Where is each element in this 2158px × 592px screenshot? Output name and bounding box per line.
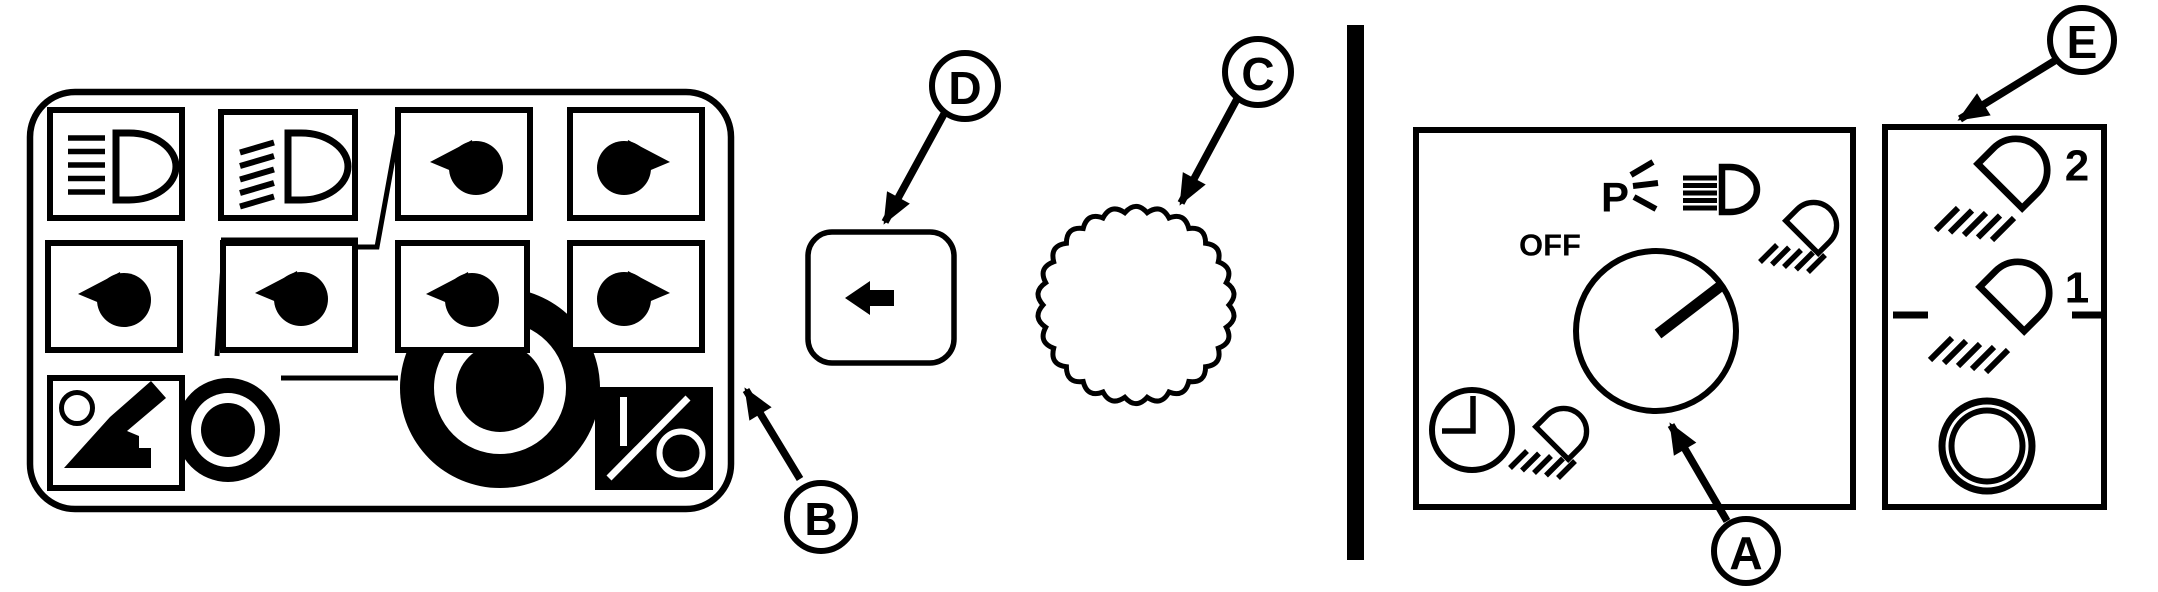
off-position-label: OFF: [1519, 228, 1581, 263]
timer-clock-icon: [1429, 387, 1515, 473]
callout-a-label: A: [1729, 527, 1762, 579]
callout-d: D: [881, 50, 1001, 225]
back-arrow-icon: [845, 281, 894, 315]
cell-work-light-rear-bottom: [567, 240, 705, 353]
cell-low-beam: [218, 109, 358, 221]
callout-b-label: B: [804, 493, 837, 545]
light-config-panel-outline: [26, 88, 735, 513]
light-config-panel: [26, 88, 735, 513]
cell-beacon: [47, 375, 185, 491]
dial-pointer: [1654, 280, 1726, 339]
low-beam-icon: [239, 129, 352, 210]
knurled-knob-icon: [1035, 203, 1237, 407]
callout-a: A: [1667, 422, 1781, 586]
aux-position-1-label: 1: [2065, 264, 2089, 313]
callout-b: B: [742, 387, 858, 554]
cell-work-light-front-left: [395, 107, 533, 221]
aux-panel-outline: [1882, 124, 2107, 510]
cell-work-light-fender: [395, 240, 530, 353]
work-light-outline-icon-2: [1508, 399, 1596, 480]
rotary-dial-icon: [1573, 248, 1739, 414]
callout-c-label: C: [1241, 48, 1274, 100]
callout-a-arrow: [1667, 422, 1731, 523]
work-light-outline-icon: [1978, 126, 2060, 208]
work-light-outline-icon: [1758, 193, 1846, 274]
high-beam-icon: [68, 129, 180, 204]
callout-e: E: [1957, 5, 2117, 123]
power-io-icon: [606, 395, 706, 481]
tractor-cab-pillar: [358, 130, 401, 250]
tractor-icon: [176, 130, 600, 488]
callout-c-arrow: [1177, 97, 1241, 206]
cell-power: [595, 387, 713, 490]
aux-knob-icon: [1938, 397, 2036, 495]
callout-e-arrow: [1957, 56, 2058, 123]
aux-position-1: 1: [1893, 249, 2101, 375]
position-light-letter: P: [1601, 174, 1629, 221]
cell-work-light-grille: [45, 240, 183, 353]
callout-d-arrow: [881, 112, 948, 225]
position-light-icon: P: [1601, 159, 1659, 221]
headlight-position-icon: [1683, 163, 1761, 216]
callout-b-arrow: [742, 387, 804, 481]
callout-e-label: E: [2067, 16, 2098, 68]
rotary-panel-outline: [1413, 127, 1856, 510]
aux-position-2: 2: [1933, 126, 2089, 243]
back-button: [805, 229, 957, 366]
tractor-front-wheel: [176, 378, 280, 482]
rotary-light-switch-panel: OFF P: [1413, 127, 1856, 510]
section-divider: [1347, 25, 1364, 560]
cell-work-light-rear-top: [567, 107, 705, 221]
cell-high-beam: [47, 107, 185, 221]
callout-c: C: [1177, 36, 1294, 206]
beacon-arrow-icon: [59, 381, 166, 468]
cell-work-light-cab-front: [220, 240, 358, 353]
aux-position-2-label: 2: [2065, 142, 2089, 191]
callout-d-label: D: [948, 62, 981, 114]
work-light-outline-icon: [1980, 249, 2062, 331]
aux-work-light-panel: 2 1: [1882, 124, 2107, 510]
